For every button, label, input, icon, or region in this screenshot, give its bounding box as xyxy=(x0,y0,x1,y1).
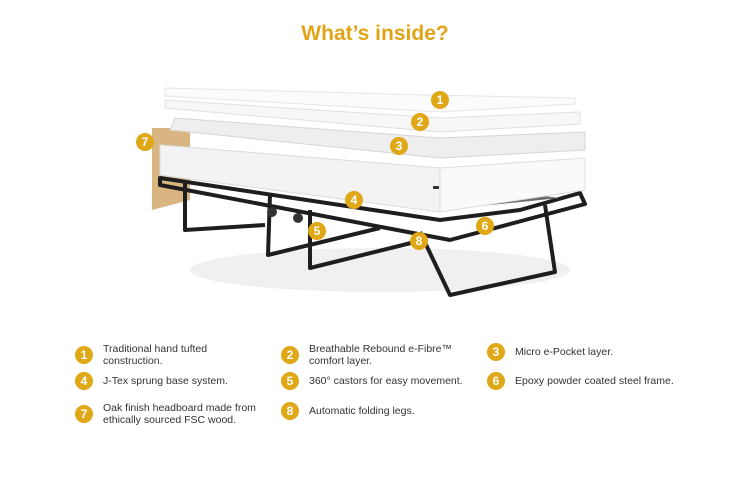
marker-5: 5 xyxy=(308,222,326,240)
number-badge: 2 xyxy=(281,346,299,364)
feature-item-5: 5 360° castors for easy movement. xyxy=(281,372,481,390)
feature-text: Traditional hand tufted construction. xyxy=(103,343,208,367)
marker-6: 6 xyxy=(476,217,494,235)
marker-3: 3 xyxy=(390,137,408,155)
feature-text: Micro e-Pocket layer. xyxy=(515,346,614,358)
feature-item-7: 7 Oak finish headboard made from ethical… xyxy=(75,402,275,426)
marker-1: 1 xyxy=(431,91,449,109)
folding-bed-illustration xyxy=(152,87,587,297)
marker-7: 7 xyxy=(136,133,154,151)
marker-4: 4 xyxy=(345,191,363,209)
feature-text: Automatic folding legs. xyxy=(309,405,415,417)
number-badge: 4 xyxy=(75,372,93,390)
page-title: What’s inside? xyxy=(301,22,449,45)
feature-item-2: 2 Breathable Rebound e-Fibre™ comfort la… xyxy=(281,343,481,367)
number-badge: 5 xyxy=(281,372,299,390)
feature-item-4: 4 J-Tex sprung base system. xyxy=(75,372,275,390)
feature-text: Breathable Rebound e-Fibre™ comfort laye… xyxy=(309,343,453,367)
feature-text: Oak finish headboard made from ethically… xyxy=(103,402,256,426)
number-badge: 3 xyxy=(487,343,505,361)
feature-text: 360° castors for easy movement. xyxy=(309,375,463,387)
feature-item-8: 8 Automatic folding legs. xyxy=(281,402,481,420)
feature-text: J-Tex sprung base system. xyxy=(103,375,228,387)
number-badge: 7 xyxy=(75,405,93,423)
marker-2: 2 xyxy=(411,113,429,131)
feature-item-6: 6 Epoxy powder coated steel frame. xyxy=(487,372,727,390)
feature-item-3: 3 Micro e-Pocket layer. xyxy=(487,343,687,361)
number-badge: 8 xyxy=(281,402,299,420)
number-badge: 6 xyxy=(487,372,505,390)
feature-item-1: 1 Traditional hand tufted construction. xyxy=(75,343,275,367)
feature-text: Epoxy powder coated steel frame. xyxy=(515,375,674,387)
marker-8: 8 xyxy=(410,232,428,250)
number-badge: 1 xyxy=(75,346,93,364)
